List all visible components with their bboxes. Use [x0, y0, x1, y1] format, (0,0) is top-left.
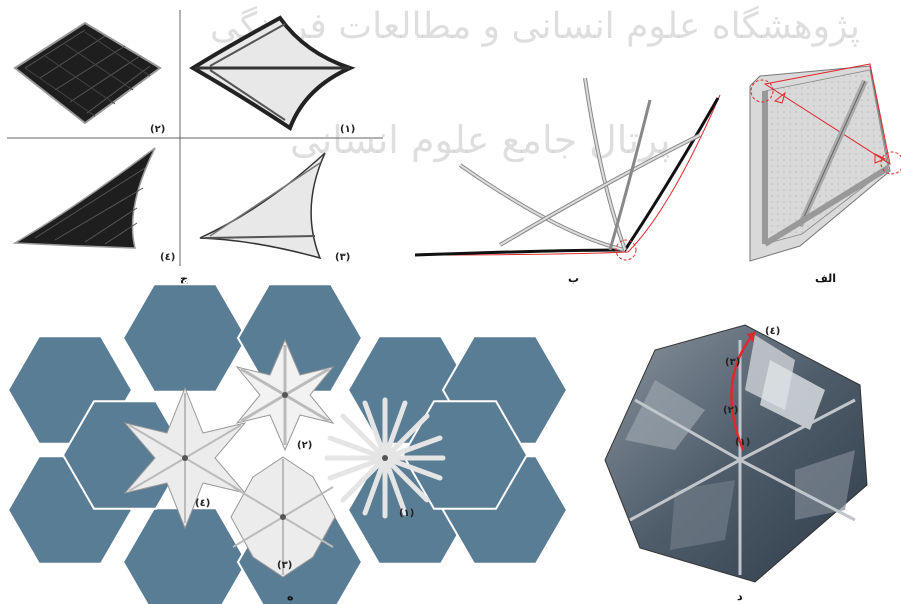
hexagon-tile: [121, 507, 249, 604]
hexagon-tile: [401, 400, 529, 510]
jim-label-1: (١): [340, 124, 356, 135]
he-label-3: (٣): [277, 560, 293, 571]
hinge-highlight: [615, 239, 637, 261]
dal-label-4: (٤): [765, 326, 781, 337]
he-label-2: (٢): [297, 440, 313, 451]
bending-curves-diagram: [414, 77, 721, 261]
hinge-highlight-top: [750, 79, 774, 103]
unit-3: [230, 456, 336, 578]
panel-jim: (٢) (١) (٤) (٣): [5, 8, 385, 270]
watermark-line-1: پژوهشگاه علوم انسانی و مطالعات فرهنگی: [210, 6, 860, 47]
dal-label-1: (١): [735, 437, 751, 448]
jim-label-2: (٢): [150, 124, 166, 135]
watermark-line-2: پرتال جامع علوم انسانی: [290, 118, 671, 162]
dal-label-3: (٣): [725, 357, 741, 368]
hexagon-tessellation: [6, 283, 569, 604]
rotation-arrow: [730, 331, 756, 451]
caption-he: ه: [287, 590, 294, 603]
unit-4: [123, 386, 247, 530]
hexagon-tile: [236, 283, 364, 393]
unit-2: [235, 338, 335, 452]
folded-plate-diagram: [749, 63, 901, 262]
unit-1: [324, 397, 446, 519]
hexagon-tile: [121, 283, 249, 393]
caption-jim: ج: [180, 272, 188, 285]
caption-dal: د: [737, 590, 743, 603]
he-label-4: (٤): [195, 498, 211, 509]
panel-be: [410, 60, 730, 270]
caption-alef: الف: [815, 272, 837, 285]
jim-label-3: (٣): [335, 252, 351, 263]
caption-be: ب: [568, 272, 580, 285]
folded-assembly-photo: [604, 324, 868, 583]
panel-he: (٢) (٤) (٣) (١): [6, 283, 569, 604]
he-label-1: (١): [399, 508, 415, 519]
hinge-highlight-right: [880, 151, 901, 175]
jim-label-4: (٤): [160, 252, 176, 263]
dal-label-2: (٢): [723, 405, 739, 416]
membrane-quadrants: [7, 10, 383, 266]
panel-dal: (٤) (٣) (٢) (١): [595, 320, 895, 590]
panel-alef: [740, 56, 901, 266]
